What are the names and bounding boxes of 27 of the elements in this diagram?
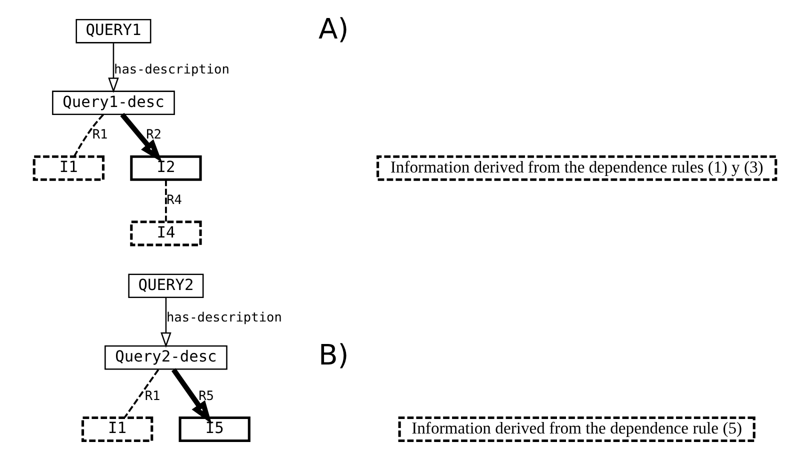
connector xyxy=(73,114,104,157)
edge-label: R1 xyxy=(92,128,108,143)
node-box: I1 xyxy=(32,155,105,181)
node-box: I2 xyxy=(130,155,202,181)
node-box: Query2-desc xyxy=(104,345,228,370)
node-box: QUERY1 xyxy=(76,19,152,44)
node-box: I1 xyxy=(81,416,154,442)
connector xyxy=(124,369,160,418)
edge-label: R1 xyxy=(144,388,160,404)
legend-label: Information derived from the dependence rule (5) xyxy=(412,418,742,438)
edge-label: has-description xyxy=(114,62,230,78)
legend-label: Information derived from the dependence rules (1) y (3) xyxy=(390,157,764,176)
edge-label: R2 xyxy=(146,128,162,143)
edge-label: R4 xyxy=(166,192,182,208)
edge-label: has-description xyxy=(166,310,282,326)
node-box: Query1-desc xyxy=(52,90,175,115)
arrow xyxy=(171,368,212,424)
connector xyxy=(165,180,167,222)
label: B) xyxy=(318,338,349,372)
arrow xyxy=(160,298,172,348)
label: A) xyxy=(318,12,349,46)
node-box: QUERY2 xyxy=(128,274,204,298)
node-box: I5 xyxy=(178,416,250,442)
arrow xyxy=(120,112,162,162)
arrow xyxy=(108,43,119,93)
node-box: I4 xyxy=(130,220,202,246)
edge-label: R5 xyxy=(198,388,214,404)
